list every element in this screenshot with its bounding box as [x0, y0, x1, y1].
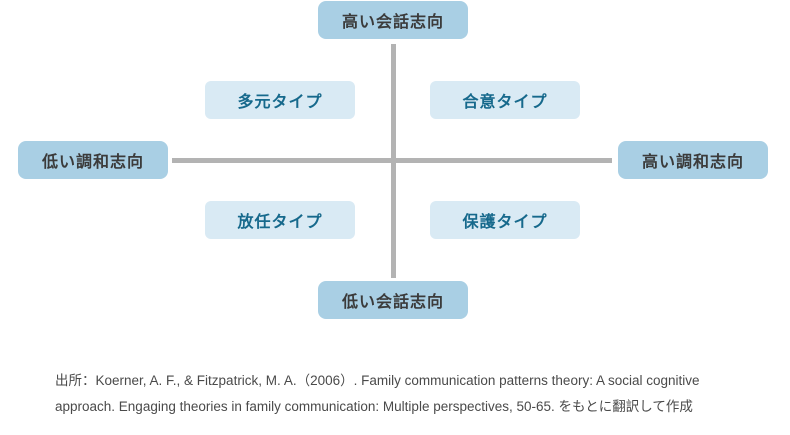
axis-label-right: 高い調和志向	[618, 141, 768, 179]
axis-label-top: 高い会話志向	[318, 1, 468, 39]
axis-label-left: 低い調和志向	[18, 141, 168, 179]
quadrant-pluralistic: 多元タイプ	[205, 81, 355, 119]
horizontal-axis-line	[172, 158, 612, 163]
quadrant-protective-text: 保護タイプ	[462, 214, 548, 231]
quadrant-consensual-text: 合意タイプ	[462, 94, 548, 111]
source-citation: 出所：Koerner, A. F., & Fitzpatrick, M. A.（…	[55, 368, 750, 420]
axis-label-top-text: 高い会話志向	[341, 14, 444, 31]
quadrant-laissez-faire: 放任タイプ	[205, 201, 355, 239]
axis-label-bottom-text: 低い会話志向	[341, 294, 444, 311]
axis-label-right-text: 高い調和志向	[641, 154, 744, 171]
source-citation-line2: approach. Engaging theories in family co…	[55, 399, 693, 414]
quadrant-consensual: 合意タイプ	[430, 81, 580, 119]
axis-label-left-text: 低い調和志向	[41, 154, 144, 171]
source-citation-line1: 出所：Koerner, A. F., & Fitzpatrick, M. A.（…	[55, 373, 700, 388]
quadrant-protective: 保護タイプ	[430, 201, 580, 239]
axis-label-bottom: 低い会話志向	[318, 281, 468, 319]
quadrant-pluralistic-text: 多元タイプ	[237, 94, 323, 111]
quadrant-laissez-faire-text: 放任タイプ	[237, 214, 323, 231]
